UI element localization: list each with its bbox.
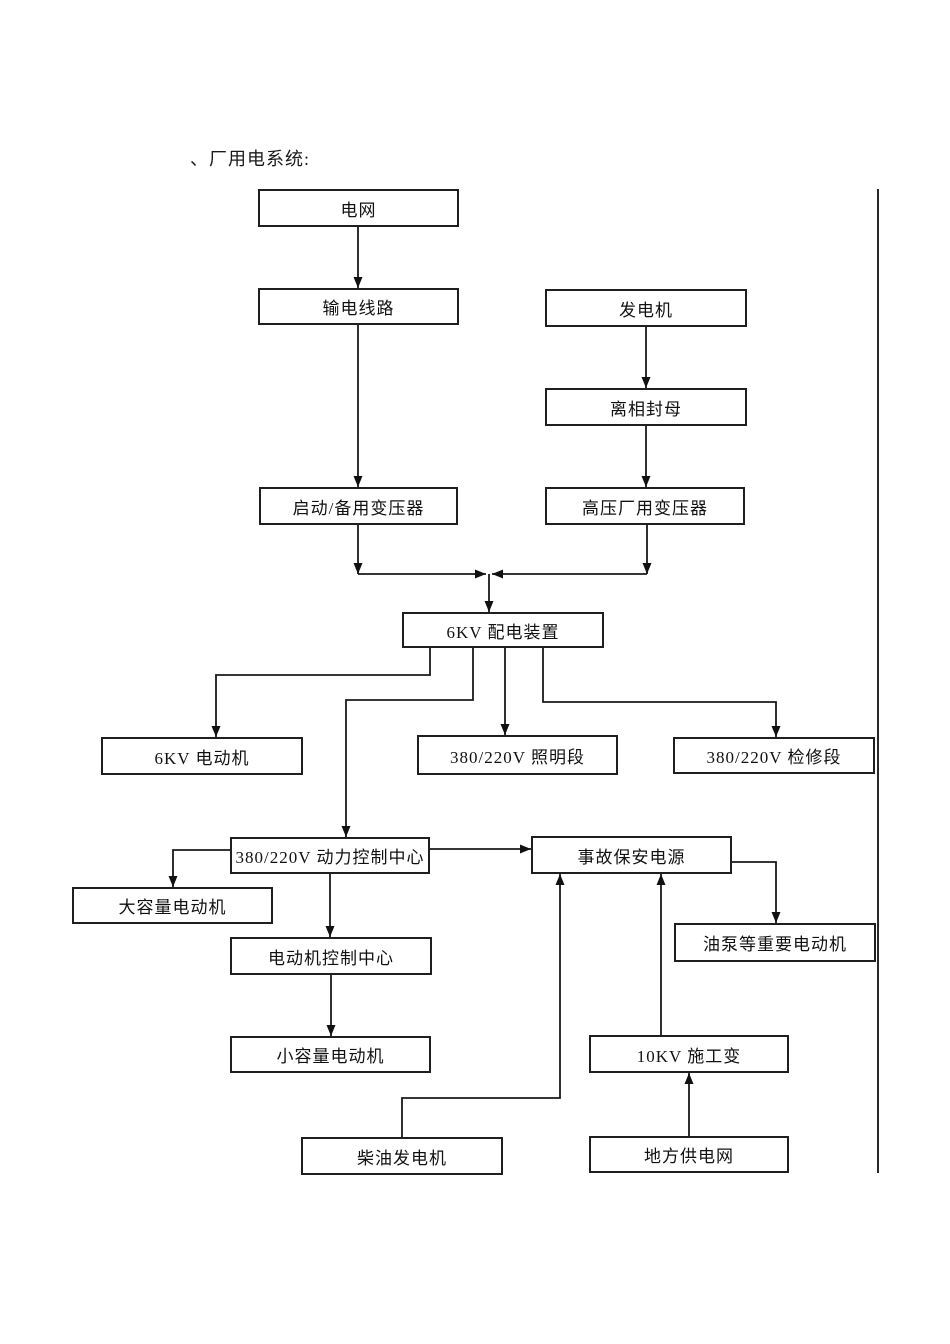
flowchart-node-transmission-line: 输电线路: [258, 288, 459, 325]
connector-diesel-to-emergency: [401, 874, 561, 1137]
arrowhead-diesel-to-emergency: [555, 874, 565, 885]
arrowhead-merge-left: [475, 569, 486, 579]
connector-6kv-to-motor: [215, 648, 431, 737]
arrowhead-pcc-to-large-motor: [168, 876, 178, 887]
flowchart-node-startup-standby-transformer: 启动/备用变压器: [259, 487, 458, 525]
arrowhead-construction-to-emergency: [656, 874, 666, 885]
arrowhead-merge-to-6kv: [484, 601, 494, 612]
arrowhead-startup-drop: [353, 563, 363, 574]
arrowhead-6kv-to-lighting: [500, 724, 510, 735]
arrowhead-local-grid-to-construction: [684, 1073, 694, 1084]
flowchart-node-emergency-power: 事故保安电源: [531, 836, 732, 874]
connector-emergency-to-oil-pumps: [732, 861, 777, 923]
arrowhead-pcc-to-mcc: [325, 926, 335, 937]
connector-pcc-to-large-motor: [172, 849, 230, 887]
arrowhead-transmission-to-startup: [353, 476, 363, 487]
flowchart-node-generator: 发电机: [545, 289, 747, 327]
arrowhead-generator-to-bus: [641, 377, 651, 388]
arrowhead-6kv-to-maintenance: [771, 726, 781, 737]
arrowhead-hv-drop: [642, 563, 652, 574]
arrowhead-6kv-to-motor: [211, 726, 221, 737]
page-vertical-rule: [877, 189, 879, 1173]
arrowhead-pcc-to-emergency: [520, 844, 531, 854]
flowchart-node-diesel-generator: 柴油发电机: [301, 1137, 503, 1175]
flowchart-node-power-control-center: 380/220V 动力控制中心: [230, 837, 430, 874]
flowchart-node-small-motor: 小容量电动机: [230, 1036, 431, 1073]
arrowhead-emergency-to-oil-pumps: [771, 912, 781, 923]
connector-6kv-to-maintenance: [542, 648, 777, 737]
flowchart-node-oil-pump-motors: 油泵等重要电动机: [674, 923, 876, 962]
flowchart-node-motor-control-center: 电动机控制中心: [230, 937, 432, 975]
section-heading: 、厂用电系统:: [190, 149, 311, 169]
flowchart-node-hv-auxiliary-transformer: 高压厂用变压器: [545, 487, 745, 525]
arrowhead-6kv-to-power-control-center: [341, 826, 351, 837]
flowchart-node-6kv-motor: 6KV 电动机: [101, 737, 303, 775]
arrowhead-merge-right: [492, 569, 503, 579]
flowchart-node-maintenance-section: 380/220V 检修段: [673, 737, 875, 774]
flowchart-node-local-supply-grid: 地方供电网: [589, 1136, 789, 1173]
flowchart-node-power-grid: 电网: [258, 189, 459, 227]
arrowhead-mcc-to-small-motor: [326, 1025, 336, 1036]
flowchart-node-lighting-section: 380/220V 照明段: [417, 735, 618, 775]
flowchart-node-10kv-construction-transformer: 10KV 施工变: [589, 1035, 789, 1073]
arrowhead-bus-to-hv-transformer: [641, 476, 651, 487]
flowchart-node-large-motor: 大容量电动机: [72, 887, 273, 924]
arrowhead-grid-to-transmission: [353, 277, 363, 288]
flowchart-node-isolated-phase-bus: 离相封母: [545, 388, 747, 426]
flowchart-node-6kv-switchgear: 6KV 配电装置: [402, 612, 604, 648]
